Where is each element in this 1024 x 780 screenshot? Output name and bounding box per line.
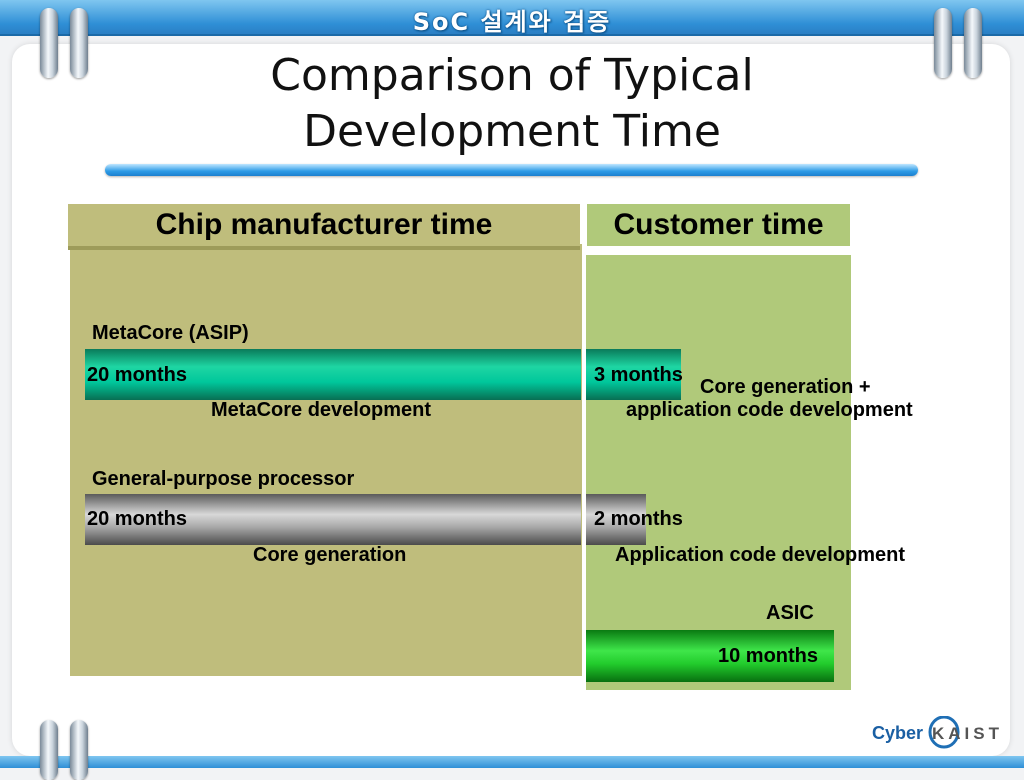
bar-label-metacore-customer: 3 months [594,364,683,386]
manufacturer-column-header: Chip manufacturer time [68,204,580,250]
binder-ring-icon [70,8,88,78]
row-label-metacore: MetaCore (ASIP) [92,322,249,344]
bar-metacore-customer [586,349,681,400]
binder-ring-icon [40,720,58,780]
task-metacore-customer-line1: Core generation + [700,376,871,398]
slide-title-line1: Comparison of Typical [270,50,754,101]
footer-band [0,756,1024,768]
bar-metacore-manufacturer [85,349,581,400]
task-general-purpose-manufacturer: Core generation [253,544,407,566]
customer-panel [586,255,851,690]
row-label-general-purpose: General-purpose processor [92,468,355,490]
task-general-purpose-customer: Application code development [615,544,906,566]
bar-label-asic-customer: 10 months [718,645,819,667]
binder-ring-icon [964,8,982,78]
bar-asic-customer [586,630,834,682]
course-title: SoC 설계와 검증 [412,8,612,36]
bar-label-general-purpose-manufacturer: 20 months [87,508,188,530]
slide-title-line2: Development Time [303,106,721,157]
bar-general-purpose-manufacturer [85,494,581,545]
header-band [0,0,1024,36]
manufacturer-panel [70,244,582,676]
logo-text-kaist: KAIST [932,724,1003,743]
binder-ring-icon [40,8,58,78]
title-divider [105,164,918,176]
binder-ring-icon [934,8,952,78]
cyber-kaist-logo: Cyber KAIST [872,716,1003,749]
logo-text-cyber: Cyber [872,723,923,743]
row-label-asic: ASIC [766,602,814,624]
task-metacore-manufacturer: MetaCore development [211,399,432,421]
customer-column-header: Customer time [587,204,850,246]
bar-label-general-purpose-customer: 2 months [594,508,683,530]
task-metacore-customer-line2: application code development [626,399,913,421]
bar-general-purpose-customer [586,494,646,545]
logo-ring-icon [928,716,960,749]
bar-label-metacore-manufacturer: 20 months [87,364,188,386]
slide-title: Comparison of Typical Development Time [0,48,1024,160]
binder-ring-icon [70,720,88,780]
